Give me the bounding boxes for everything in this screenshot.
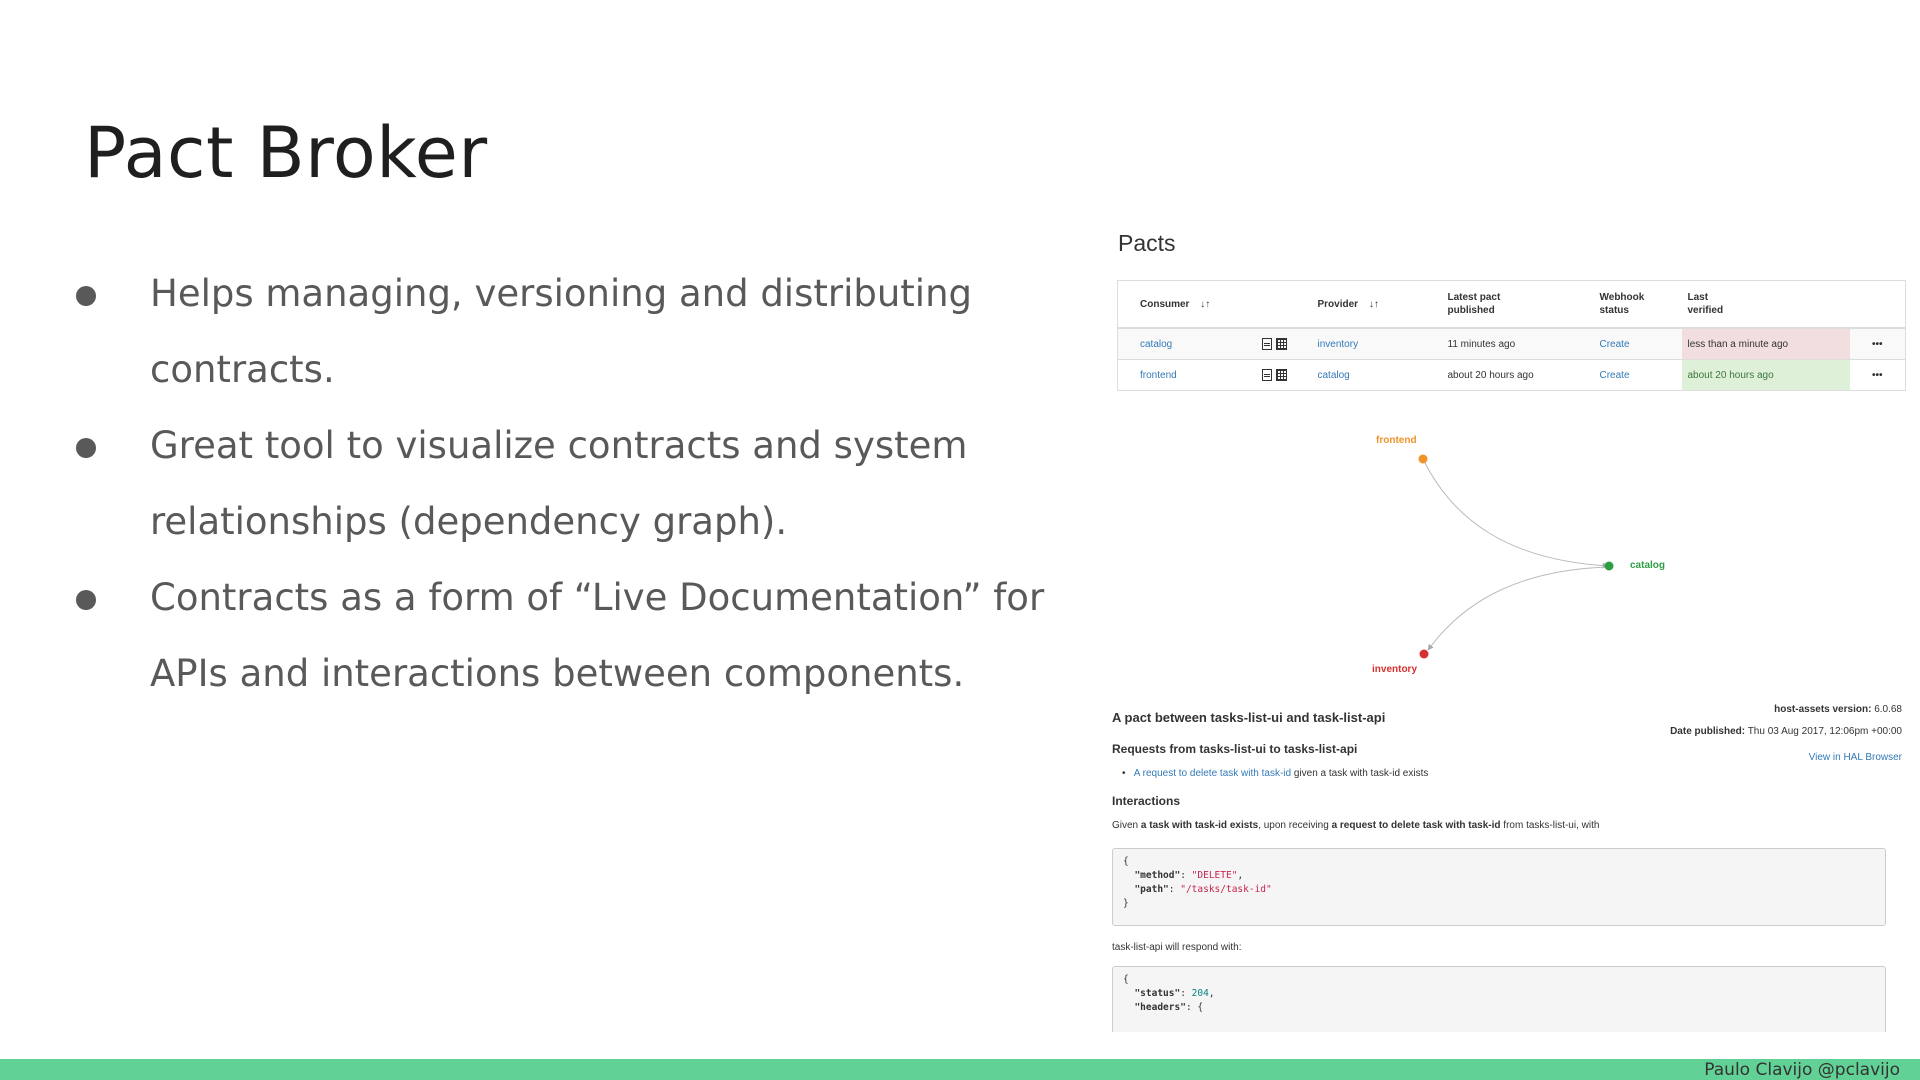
sort-icon[interactable]: ↓↑ bbox=[1200, 298, 1211, 310]
table-row: catalog inventory 11 minutes ago Create … bbox=[1117, 327, 1906, 360]
request-suffix: given a task with task-id exists bbox=[1293, 768, 1429, 779]
version-label: host-assets version: bbox=[1774, 704, 1872, 715]
footer-bar bbox=[0, 1059, 1920, 1080]
bullet-line: APIs and interactions between components… bbox=[150, 652, 965, 695]
bullet-line: Great tool to visualize contracts and sy… bbox=[150, 424, 968, 467]
provider-link[interactable]: inventory bbox=[1317, 338, 1359, 350]
code-key: "status" bbox=[1134, 988, 1181, 999]
given-prefix: Given bbox=[1112, 820, 1139, 831]
pacts-table: Consumer ↓↑ Provider ↓↑ Latest pact publ… bbox=[1117, 280, 1906, 391]
sort-icon[interactable]: ↓↑ bbox=[1368, 298, 1379, 310]
more-actions-icon[interactable]: ••• bbox=[1849, 327, 1906, 360]
column-label: Consumer bbox=[1140, 298, 1190, 310]
bullet-text: Great tool to visualize contracts and sy… bbox=[150, 408, 967, 560]
bullet-line: contracts. bbox=[150, 348, 335, 391]
date-value: Thu 03 Aug 2017, 12:06pm +00:00 bbox=[1747, 726, 1902, 737]
column-label: verified bbox=[1687, 305, 1724, 316]
version-value: 6.0.68 bbox=[1874, 704, 1902, 715]
consumer-link[interactable]: frontend bbox=[1140, 369, 1177, 381]
table-row: frontend catalog about 20 hours ago Crea… bbox=[1117, 359, 1906, 391]
hal-browser-link[interactable]: View in HAL Browser bbox=[1808, 752, 1902, 763]
code-key: "path" bbox=[1134, 884, 1169, 895]
dependency-graph: frontend catalog inventory bbox=[1372, 435, 1665, 675]
files-column-header bbox=[1255, 280, 1312, 329]
column-label: status bbox=[1599, 305, 1629, 316]
bullet-icon bbox=[76, 286, 96, 306]
code-key: "headers" bbox=[1134, 1002, 1186, 1013]
interaction-description: Given a task with task-id exists, upon r… bbox=[1112, 820, 1599, 831]
verified-status-cell: less than a minute ago bbox=[1681, 327, 1850, 360]
column-label: Webhook bbox=[1599, 292, 1645, 303]
bullet-item: Helps managing, versioning and distribut… bbox=[72, 256, 1062, 408]
provider-column-header[interactable]: Provider ↓↑ bbox=[1311, 280, 1442, 329]
date-published: Date published: Thu 03 Aug 2017, 12:06pm… bbox=[1670, 726, 1902, 737]
column-label: Latest pact bbox=[1447, 292, 1501, 303]
graph-label-inventory: inventory bbox=[1372, 664, 1417, 675]
given-state: a task with task-id exists bbox=[1140, 820, 1259, 831]
graph-node-frontend[interactable] bbox=[1418, 454, 1428, 464]
date-label: Date published: bbox=[1670, 726, 1746, 737]
latest-published-column-header: Latest pact published bbox=[1441, 280, 1594, 329]
actions-column-header bbox=[1849, 280, 1906, 329]
more-actions-icon[interactable]: ••• bbox=[1849, 359, 1906, 391]
published-cell: 11 minutes ago bbox=[1441, 327, 1594, 360]
bullet-list: Helps managing, versioning and distribut… bbox=[72, 256, 1062, 712]
interactions-heading: Interactions bbox=[1112, 794, 1181, 808]
code-key: "method" bbox=[1134, 870, 1181, 881]
response-code-block: { "status": 204, "headers": { bbox=[1112, 966, 1886, 1032]
last-verified-column-header: Last verified bbox=[1681, 280, 1850, 329]
graph-label-frontend: frontend bbox=[1376, 435, 1417, 446]
matrix-icon[interactable] bbox=[1275, 369, 1287, 381]
version-info: host-assets version: 6.0.68 bbox=[1774, 704, 1902, 715]
graph-edge bbox=[1422, 458, 1609, 569]
graph-node-catalog[interactable] bbox=[1604, 561, 1614, 571]
graph-node-inventory[interactable] bbox=[1419, 649, 1429, 659]
consumer-link[interactable]: catalog bbox=[1140, 338, 1173, 350]
document-icon[interactable] bbox=[1261, 369, 1272, 381]
column-label: Provider bbox=[1317, 298, 1359, 310]
bullet-item: Contracts as a form of “Live Documentati… bbox=[72, 560, 1062, 712]
request-link[interactable]: A request to delete task with task-id bbox=[1133, 768, 1292, 779]
provider-link[interactable]: catalog bbox=[1317, 369, 1350, 381]
published-cell: about 20 hours ago bbox=[1441, 359, 1594, 391]
bullet-text: Contracts as a form of “Live Documentati… bbox=[150, 560, 1044, 712]
bullet-line: Contracts as a form of “Live Documentati… bbox=[150, 576, 1045, 619]
graph-label-catalog: catalog bbox=[1630, 560, 1665, 571]
requests-heading: Requests from tasks-list-ui to tasks-lis… bbox=[1112, 742, 1358, 756]
webhook-create-link[interactable]: Create bbox=[1599, 369, 1630, 381]
webhook-status-column-header: Webhook status bbox=[1593, 280, 1682, 329]
footer-author: Paulo Clavijo @pclavijo bbox=[1704, 1060, 1900, 1080]
code-string: "DELETE" bbox=[1191, 870, 1238, 881]
slide-title: Pact Broker bbox=[84, 112, 488, 194]
pact-broker-screenshot: Pacts Consumer ↓↑ Provider ↓↑ Latest pac… bbox=[1108, 220, 1908, 1032]
pact-title: A pact between tasks-list-ui and task-li… bbox=[1112, 710, 1386, 725]
pacts-heading: Pacts bbox=[1118, 230, 1176, 256]
code-number: 204 bbox=[1191, 988, 1209, 999]
consumer-column-header[interactable]: Consumer ↓↑ bbox=[1117, 280, 1256, 329]
table-header-row: Consumer ↓↑ Provider ↓↑ Latest pact publ… bbox=[1117, 280, 1906, 329]
document-icon[interactable] bbox=[1261, 338, 1272, 350]
code-string: "/tasks/task-id" bbox=[1180, 884, 1272, 895]
bullet-item: Great tool to visualize contracts and sy… bbox=[72, 408, 1062, 560]
bullet-line: Helps managing, versioning and distribut… bbox=[150, 272, 973, 315]
webhook-create-link[interactable]: Create bbox=[1599, 338, 1630, 350]
given-request: a request to delete task with task-id bbox=[1331, 820, 1501, 831]
column-label: Last bbox=[1687, 292, 1709, 303]
column-label: published bbox=[1447, 305, 1495, 316]
request-code-block: { "method": "DELETE", "path": "/tasks/ta… bbox=[1112, 848, 1886, 926]
graph-edge bbox=[1427, 566, 1608, 651]
bullet-icon bbox=[76, 438, 96, 458]
bullet-line: relationships (dependency graph). bbox=[150, 500, 788, 543]
request-list-item: A request to delete task with task-id gi… bbox=[1122, 768, 1429, 779]
bullet-text: Helps managing, versioning and distribut… bbox=[150, 256, 972, 408]
response-intro: task-list-api will respond with: bbox=[1112, 942, 1242, 953]
given-suffix: from tasks-list-ui, with bbox=[1503, 820, 1600, 831]
verified-status-cell: about 20 hours ago bbox=[1681, 359, 1850, 391]
given-mid: , upon receiving bbox=[1258, 820, 1329, 831]
matrix-icon[interactable] bbox=[1275, 338, 1287, 350]
bullet-icon bbox=[76, 590, 96, 610]
